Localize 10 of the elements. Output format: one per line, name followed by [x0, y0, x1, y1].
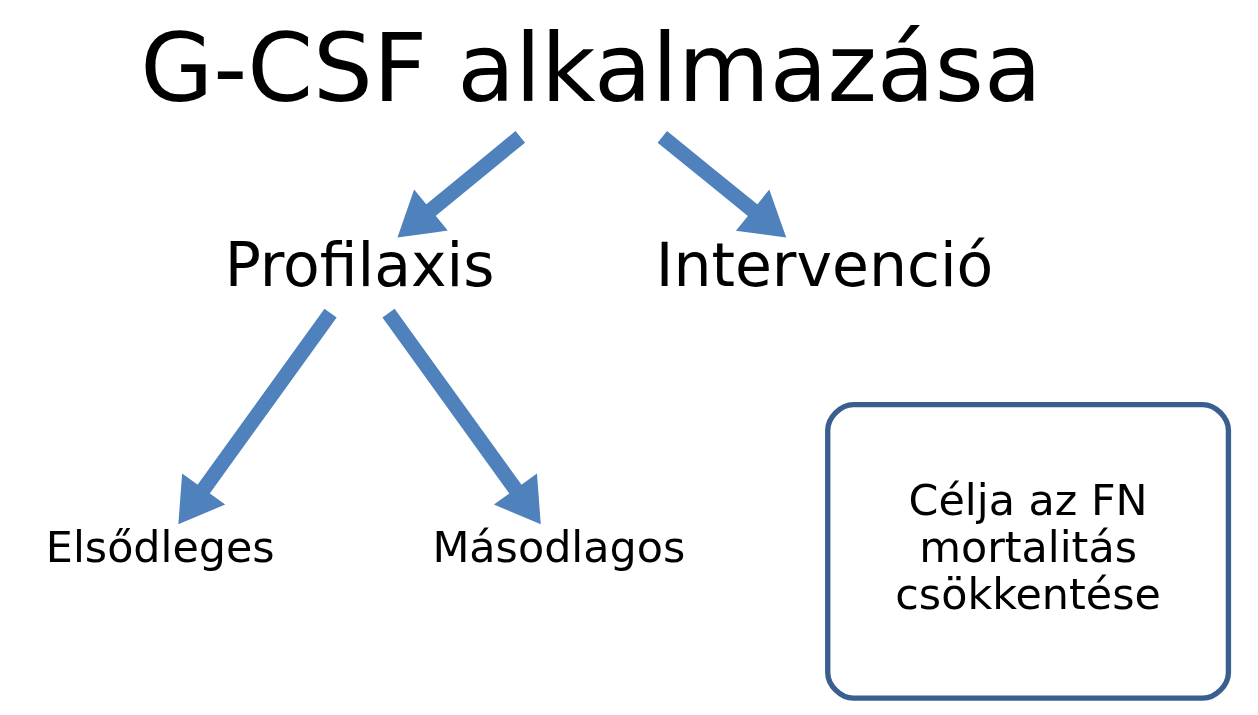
- node-text: Profilaxis: [224, 229, 495, 300]
- arrow: [178, 308, 337, 525]
- node-text: Elsődleges: [45, 522, 275, 573]
- node-box: Célja az FN mortalitás csökkentése: [825, 401, 1232, 701]
- arrow: [397, 131, 526, 238]
- node-text: G-CSF alkalmazása: [140, 12, 1042, 123]
- node-text: Intervenció: [655, 229, 994, 300]
- node-text: Másodlagos: [432, 522, 686, 573]
- arrow: [382, 308, 541, 525]
- arrow: [657, 131, 787, 238]
